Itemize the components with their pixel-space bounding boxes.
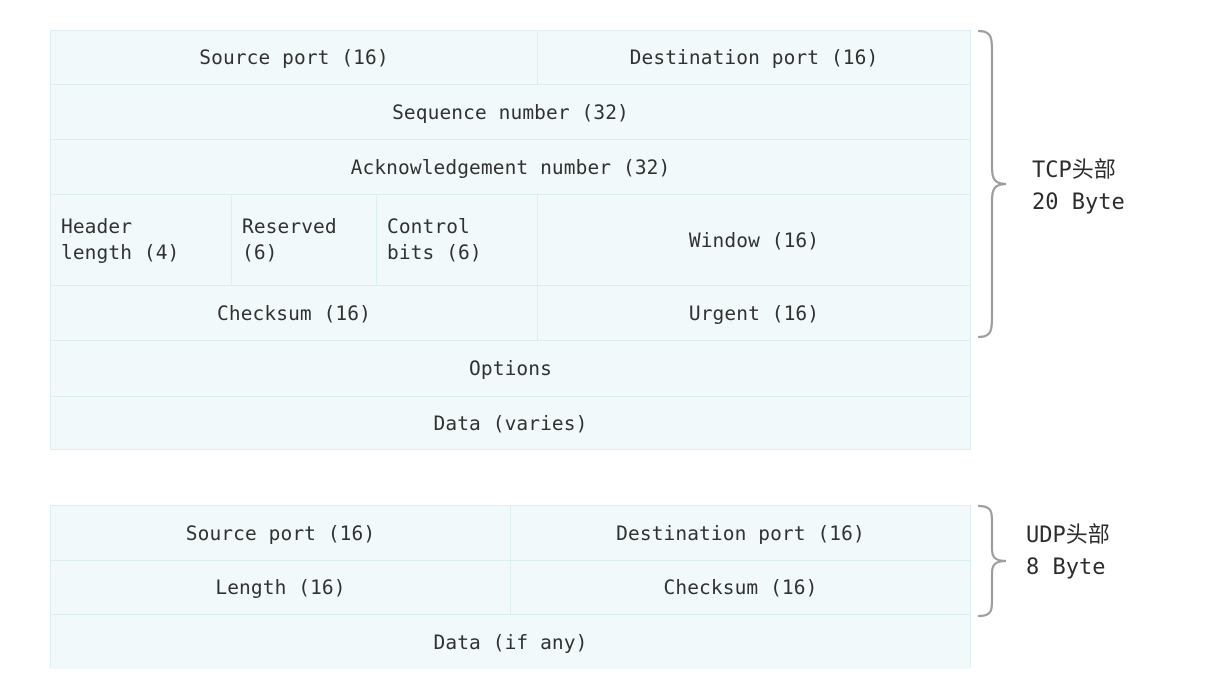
tcp-reserved-cell: Reserved (6) xyxy=(232,195,377,285)
table-row: Length (16) Checksum (16) xyxy=(51,561,970,615)
table-row: Data (varies) xyxy=(51,397,970,449)
tcp-control-bits-cell: Control bits (6) xyxy=(377,195,538,285)
curly-brace-icon xyxy=(975,503,1009,619)
tcp-header-table: Source port (16) Destination port (16) S… xyxy=(50,30,971,450)
table-row: Data (if any) xyxy=(51,615,970,669)
udp-checksum-cell: Checksum (16) xyxy=(511,561,970,614)
table-row: Source port (16) Destination port (16) xyxy=(51,506,970,561)
tcp-urgent-cell: Urgent (16) xyxy=(538,286,970,340)
udp-data-cell: Data (if any) xyxy=(51,615,970,669)
table-row: Options xyxy=(51,341,970,397)
table-row: Checksum (16) Urgent (16) xyxy=(51,286,970,341)
udp-source-port-cell: Source port (16) xyxy=(51,506,511,560)
tcp-acknowledgement-number-cell: Acknowledgement number (32) xyxy=(51,140,970,194)
table-row: Acknowledgement number (32) xyxy=(51,140,970,195)
tcp-sequence-number-cell: Sequence number (32) xyxy=(51,85,970,139)
tcp-destination-port-cell: Destination port (16) xyxy=(538,31,970,84)
tcp-data-cell: Data (varies) xyxy=(51,397,970,449)
tcp-window-cell: Window (16) xyxy=(538,195,970,285)
tcp-checksum-cell: Checksum (16) xyxy=(51,286,538,340)
curly-brace-icon xyxy=(975,28,1009,340)
table-row: Header length (4) Reserved (6) Control b… xyxy=(51,195,970,286)
table-row: Source port (16) Destination port (16) xyxy=(51,31,970,85)
udp-header-size-label: UDP头部 8 Byte xyxy=(1026,523,1110,580)
tcp-source-port-cell: Source port (16) xyxy=(51,31,538,84)
udp-header-table: Source port (16) Destination port (16) L… xyxy=(50,505,971,669)
table-row: Sequence number (32) xyxy=(51,85,970,140)
udp-destination-port-cell: Destination port (16) xyxy=(511,506,970,560)
tcp-header-size-label: TCP头部 20 Byte xyxy=(1032,158,1125,215)
tcp-header-length-cell: Header length (4) xyxy=(51,195,232,285)
udp-length-cell: Length (16) xyxy=(51,561,511,614)
tcp-options-cell: Options xyxy=(51,341,970,396)
